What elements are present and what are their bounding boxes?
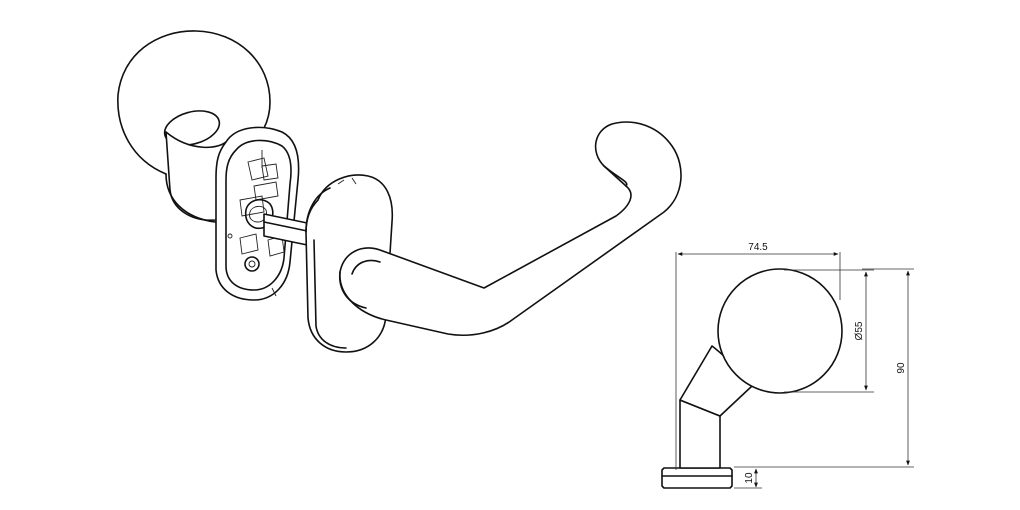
knob-ball xyxy=(717,268,843,394)
base-label: 10 xyxy=(744,472,755,484)
width-label: 74.5 xyxy=(748,242,768,253)
rear-backplate xyxy=(215,126,300,301)
height-label: 90 xyxy=(896,362,907,374)
side-view: 74.5 Ø55 90 10 xyxy=(661,242,914,489)
back-rosette-disc xyxy=(117,30,271,175)
dimension-base: 10 xyxy=(734,468,762,489)
base-plate xyxy=(661,467,733,489)
lever-handle-perspective xyxy=(117,30,682,353)
front-lever xyxy=(339,121,682,337)
dimension-height: 90 xyxy=(734,268,914,468)
dimension-diameter: Ø55 xyxy=(784,269,874,393)
diameter-label: Ø55 xyxy=(854,321,865,340)
dimension-width: 74.5 xyxy=(675,242,841,470)
